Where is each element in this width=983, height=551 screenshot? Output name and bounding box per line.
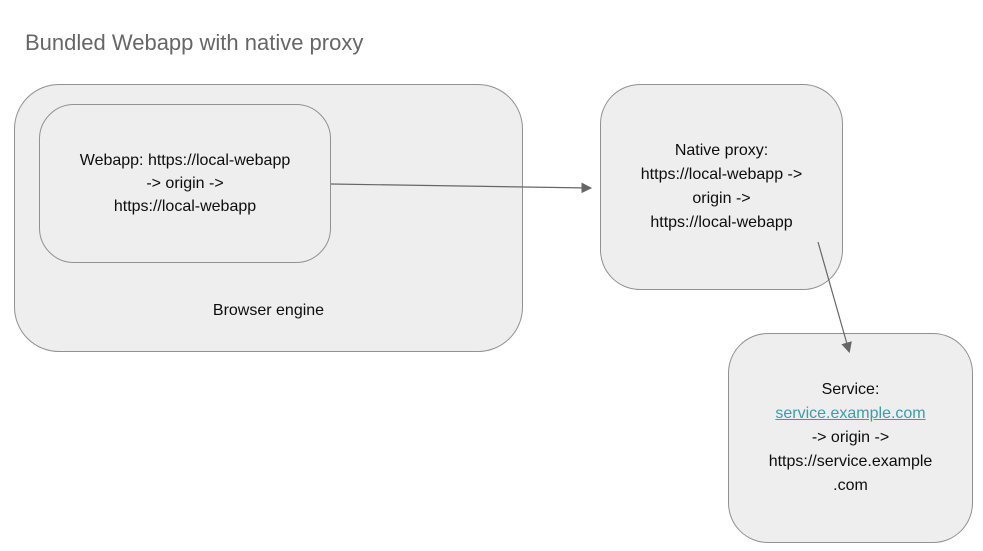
native-proxy-line-1: Native proxy: <box>674 142 769 159</box>
browser-engine-box: Webapp: https://local-webapp -> origin -… <box>14 84 523 352</box>
native-proxy-line-2: https://local-webapp -> <box>640 166 803 183</box>
service-link[interactable]: service.example.com <box>775 405 926 422</box>
service-heading: Service: <box>821 381 880 398</box>
service-box: Service: service.example.com -> origin -… <box>728 333 973 543</box>
browser-engine-label: Browser engine <box>212 302 325 319</box>
service-line-3: -> origin -> <box>811 429 890 446</box>
service-label: Service: service.example.com -> origin -… <box>729 334 972 542</box>
diagram-title: Bundled Webapp with native proxy <box>25 30 364 55</box>
native-proxy-line-3: origin -> <box>692 190 751 207</box>
webapp-line-2: -> origin -> <box>146 175 224 192</box>
webapp-line-3: https://local-webapp <box>113 198 257 215</box>
service-line-5: .com <box>833 477 868 494</box>
webapp-line-1: Webapp: https://local-webapp <box>79 152 291 169</box>
native-proxy-box: Native proxy: https://local-webapp -> or… <box>600 84 843 290</box>
service-line-4: https://service.example <box>768 453 933 470</box>
native-proxy-line-4: https://local-webapp <box>650 214 793 231</box>
native-proxy-label: Native proxy: https://local-webapp -> or… <box>601 85 842 289</box>
webapp-label: Webapp: https://local-webapp -> origin -… <box>40 105 330 262</box>
webapp-box: Webapp: https://local-webapp -> origin -… <box>39 104 331 263</box>
